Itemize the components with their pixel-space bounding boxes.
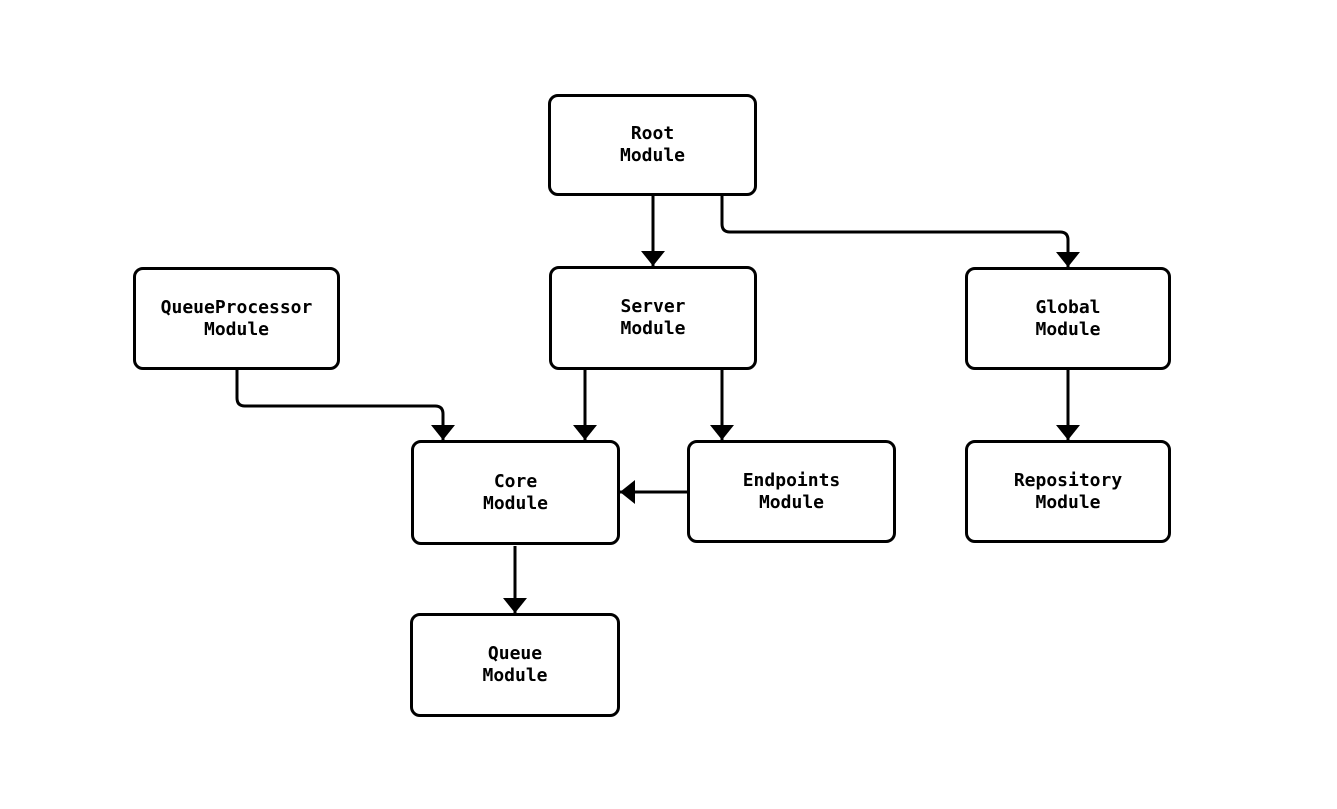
node-repository-module-label: Repository Module bbox=[1013, 469, 1123, 513]
node-server-module-label: Server Module bbox=[620, 296, 686, 339]
node-root-module-label: Root Module bbox=[619, 123, 686, 166]
node-queue-module: Queue Module bbox=[410, 613, 620, 717]
node-core-module: Core Module bbox=[411, 440, 620, 545]
node-core-module-label: Core Module bbox=[482, 470, 549, 514]
node-queueprocessor-module-label: QueueProcessor Module bbox=[160, 296, 313, 340]
node-global-module: Global Module bbox=[965, 267, 1171, 370]
node-global-module-label: Global Module bbox=[1035, 296, 1101, 340]
node-server-module: Server Module bbox=[549, 266, 757, 370]
node-endpoints-module: Endpoints Module bbox=[687, 440, 896, 543]
node-endpoints-module-label: Endpoints Module bbox=[742, 469, 841, 513]
node-queueprocessor-module: QueueProcessor Module bbox=[133, 267, 340, 370]
node-root-module: Root Module bbox=[548, 94, 757, 196]
node-queue-module-label: Queue Module bbox=[482, 643, 548, 686]
edge-root-to-global bbox=[720, 195, 1080, 267]
edge-queueprocessor-to-core bbox=[235, 369, 455, 440]
node-repository-module: Repository Module bbox=[965, 440, 1171, 543]
